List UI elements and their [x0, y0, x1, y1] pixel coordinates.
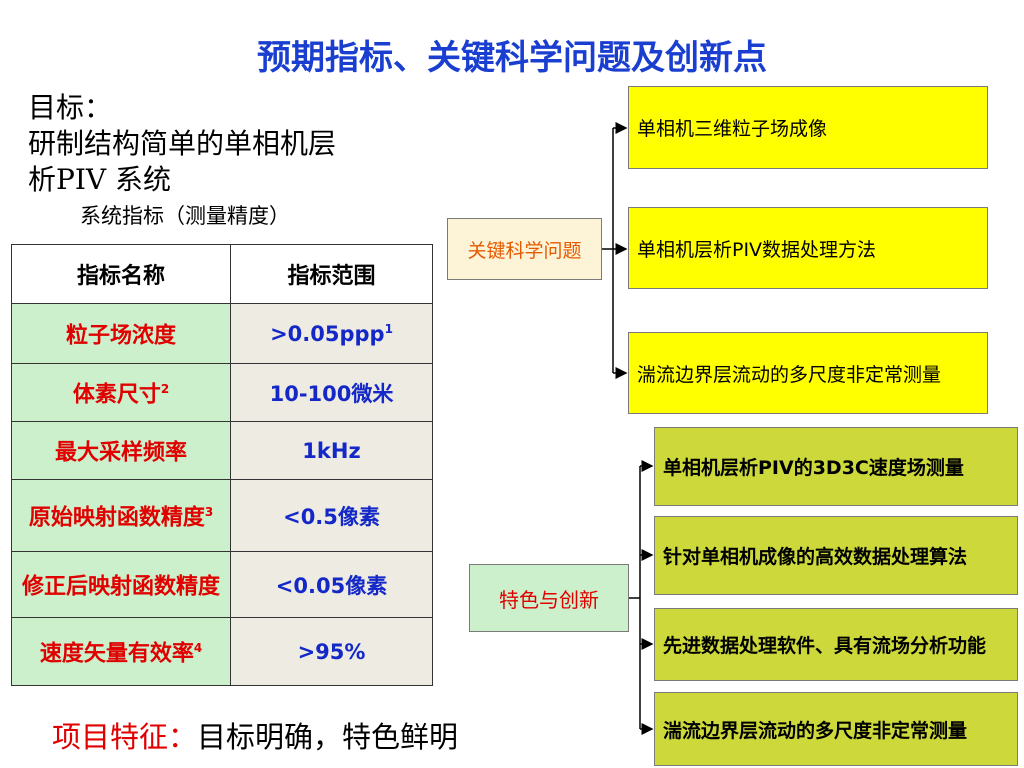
header-name: 指标名称	[11, 244, 231, 304]
table-header-row: 指标名称 指标范围	[11, 244, 433, 304]
goal-block: 目标： 研制结构简单的单相机层 析PIV 系统	[28, 90, 336, 198]
goal-line-2: 析PIV 系统	[28, 163, 172, 196]
row-name: 速度矢量有效率4	[11, 617, 231, 686]
key-issue-item: 单相机层析PIV数据处理方法	[628, 207, 988, 289]
row-value: >95%	[230, 617, 433, 686]
key-issue-item: 湍流边界层流动的多尺度非定常测量	[628, 332, 988, 414]
spec-table: 指标名称 指标范围 粒子场浓度 >0.05ppp1 体素尺寸2 10-100微米…	[11, 244, 433, 686]
page-title: 预期指标、关键科学问题及创新点	[257, 38, 767, 78]
table-row: 最大采样频率 1kHz	[11, 421, 433, 480]
header-range: 指标范围	[230, 244, 433, 304]
goal-label: 目标：	[28, 91, 113, 124]
project-feature-label: 项目特征：	[52, 720, 198, 754]
row-name: 粒子场浓度	[11, 303, 231, 364]
innovation-item: 先进数据处理软件、具有流场分析功能	[654, 608, 1018, 681]
goal-line-1: 研制结构简单的单相机层	[28, 127, 337, 160]
row-name: 最大采样频率	[11, 421, 231, 480]
innovations-box: 特色与创新	[469, 564, 629, 632]
table-row: 体素尺寸2 10-100微米	[11, 363, 433, 422]
table-row: 速度矢量有效率4 >95%	[11, 617, 433, 686]
table-row: 原始映射函数精度3 <0.5像素	[11, 479, 433, 552]
table-row: 粒子场浓度 >0.05ppp1	[11, 303, 433, 364]
row-value: 1kHz	[230, 421, 433, 480]
row-value: 10-100微米	[230, 363, 433, 422]
table-caption: 系统指标（测量精度）	[80, 204, 290, 228]
row-value: <0.5像素	[230, 479, 433, 552]
project-feature-text: 目标明确，特色鲜明	[197, 720, 459, 754]
innovation-item: 针对单相机成像的高效数据处理算法	[654, 516, 1018, 595]
project-feature: 项目特征：目标明确，特色鲜明	[52, 714, 458, 756]
row-value: <0.05像素	[230, 551, 433, 618]
innovation-item: 湍流边界层流动的多尺度非定常测量	[654, 692, 1018, 766]
row-name: 原始映射函数精度3	[11, 479, 231, 552]
key-issues-box: 关键科学问题	[447, 218, 602, 280]
innovation-item: 单相机层析PIV的3D3C速度场测量	[654, 427, 1018, 506]
key-issue-item: 单相机三维粒子场成像	[628, 86, 988, 169]
row-value: >0.05ppp1	[230, 303, 433, 364]
